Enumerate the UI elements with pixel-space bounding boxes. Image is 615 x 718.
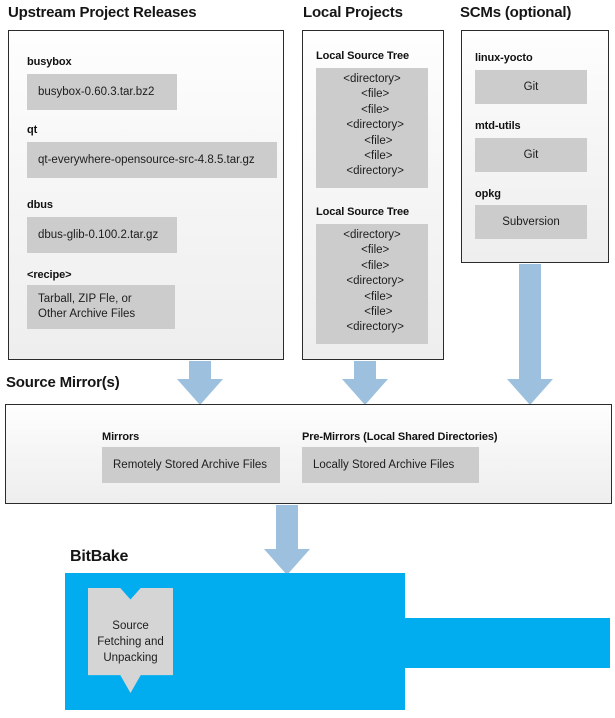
heading-bitbake: BitBake [70, 548, 129, 565]
task-line: Unpacking [103, 652, 158, 664]
tree-line: <directory> [343, 73, 401, 85]
local-source-tree-1: <directory> <file> <file> <directory> <f… [316, 68, 428, 188]
mirrors-label: Mirrors [102, 431, 140, 443]
scm-value-mtd-utils: Git [475, 138, 587, 172]
arrow-upstream-to-mirrors [177, 361, 223, 405]
task-line: Fetching and [97, 636, 164, 648]
heading-source-mirrors: Source Mirror(s) [6, 374, 120, 391]
upstream-value-dbus: dbus-glib-0.100.2.tar.gz [27, 217, 177, 253]
upstream-value-qt: qt-everywhere-opensource-src-4.8.5.tar.g… [27, 142, 277, 178]
local-tree-label-1: Local Source Tree [316, 50, 410, 62]
upstream-value-busybox: busybox-0.60.3.tar.bz2 [27, 74, 177, 110]
bitbake-task-label: Source Fetching and Unpacking [88, 618, 173, 666]
scm-label-opkg: opkg [475, 188, 501, 200]
tree-line: <directory> [340, 165, 404, 178]
heading-local-projects: Local Projects [303, 4, 403, 21]
local-tree-label-2: Local Source Tree [316, 206, 410, 218]
tree-line: <file> [351, 150, 393, 163]
tree-line: <file> [351, 134, 393, 147]
mirrors-value: Remotely Stored Archive Files [102, 447, 280, 483]
local-source-tree-2: <directory> <file> <file> <directory> <f… [316, 224, 428, 344]
tree-line: <file> [354, 244, 390, 257]
upstream-label-busybox: busybox [27, 56, 72, 68]
tree-line: <directory> [340, 119, 404, 132]
arrow-local-to-mirrors [342, 361, 388, 405]
arrow-scms-to-mirrors [507, 264, 553, 405]
task-line: Source [112, 620, 149, 632]
tree-line: <directory> [340, 275, 404, 288]
tree-line: <file> [351, 290, 393, 303]
upstream-value-recipe: Tarball, ZIP Fle, or Other Archive Files [27, 285, 175, 329]
pre-mirrors-label: Pre-Mirrors (Local Shared Directories) [302, 431, 498, 443]
tree-line: <file> [351, 306, 393, 319]
scm-value-linux-yocto: Git [475, 70, 587, 104]
heading-scms-optional: SCMs (optional) [460, 4, 572, 21]
upstream-label-dbus: dbus [27, 199, 53, 211]
scm-label-linux-yocto: linux-yocto [475, 52, 533, 64]
scm-label-mtd-utils: mtd-utils [475, 120, 521, 132]
upstream-label-qt: qt [27, 124, 38, 136]
scm-value-opkg: Subversion [475, 205, 587, 239]
tree-line: <directory> [343, 229, 401, 241]
tree-line: <directory> [340, 321, 404, 334]
upstream-label-recipe: <recipe> [27, 269, 72, 281]
tree-line: <file> [354, 103, 390, 116]
pre-mirrors-value: Locally Stored Archive Files [302, 447, 479, 483]
tree-line: <file> [354, 88, 390, 101]
heading-upstream-project-releases: Upstream Project Releases [8, 4, 197, 21]
tree-line: <file> [354, 259, 390, 272]
arrow-mirrors-to-bitbake [264, 505, 310, 575]
